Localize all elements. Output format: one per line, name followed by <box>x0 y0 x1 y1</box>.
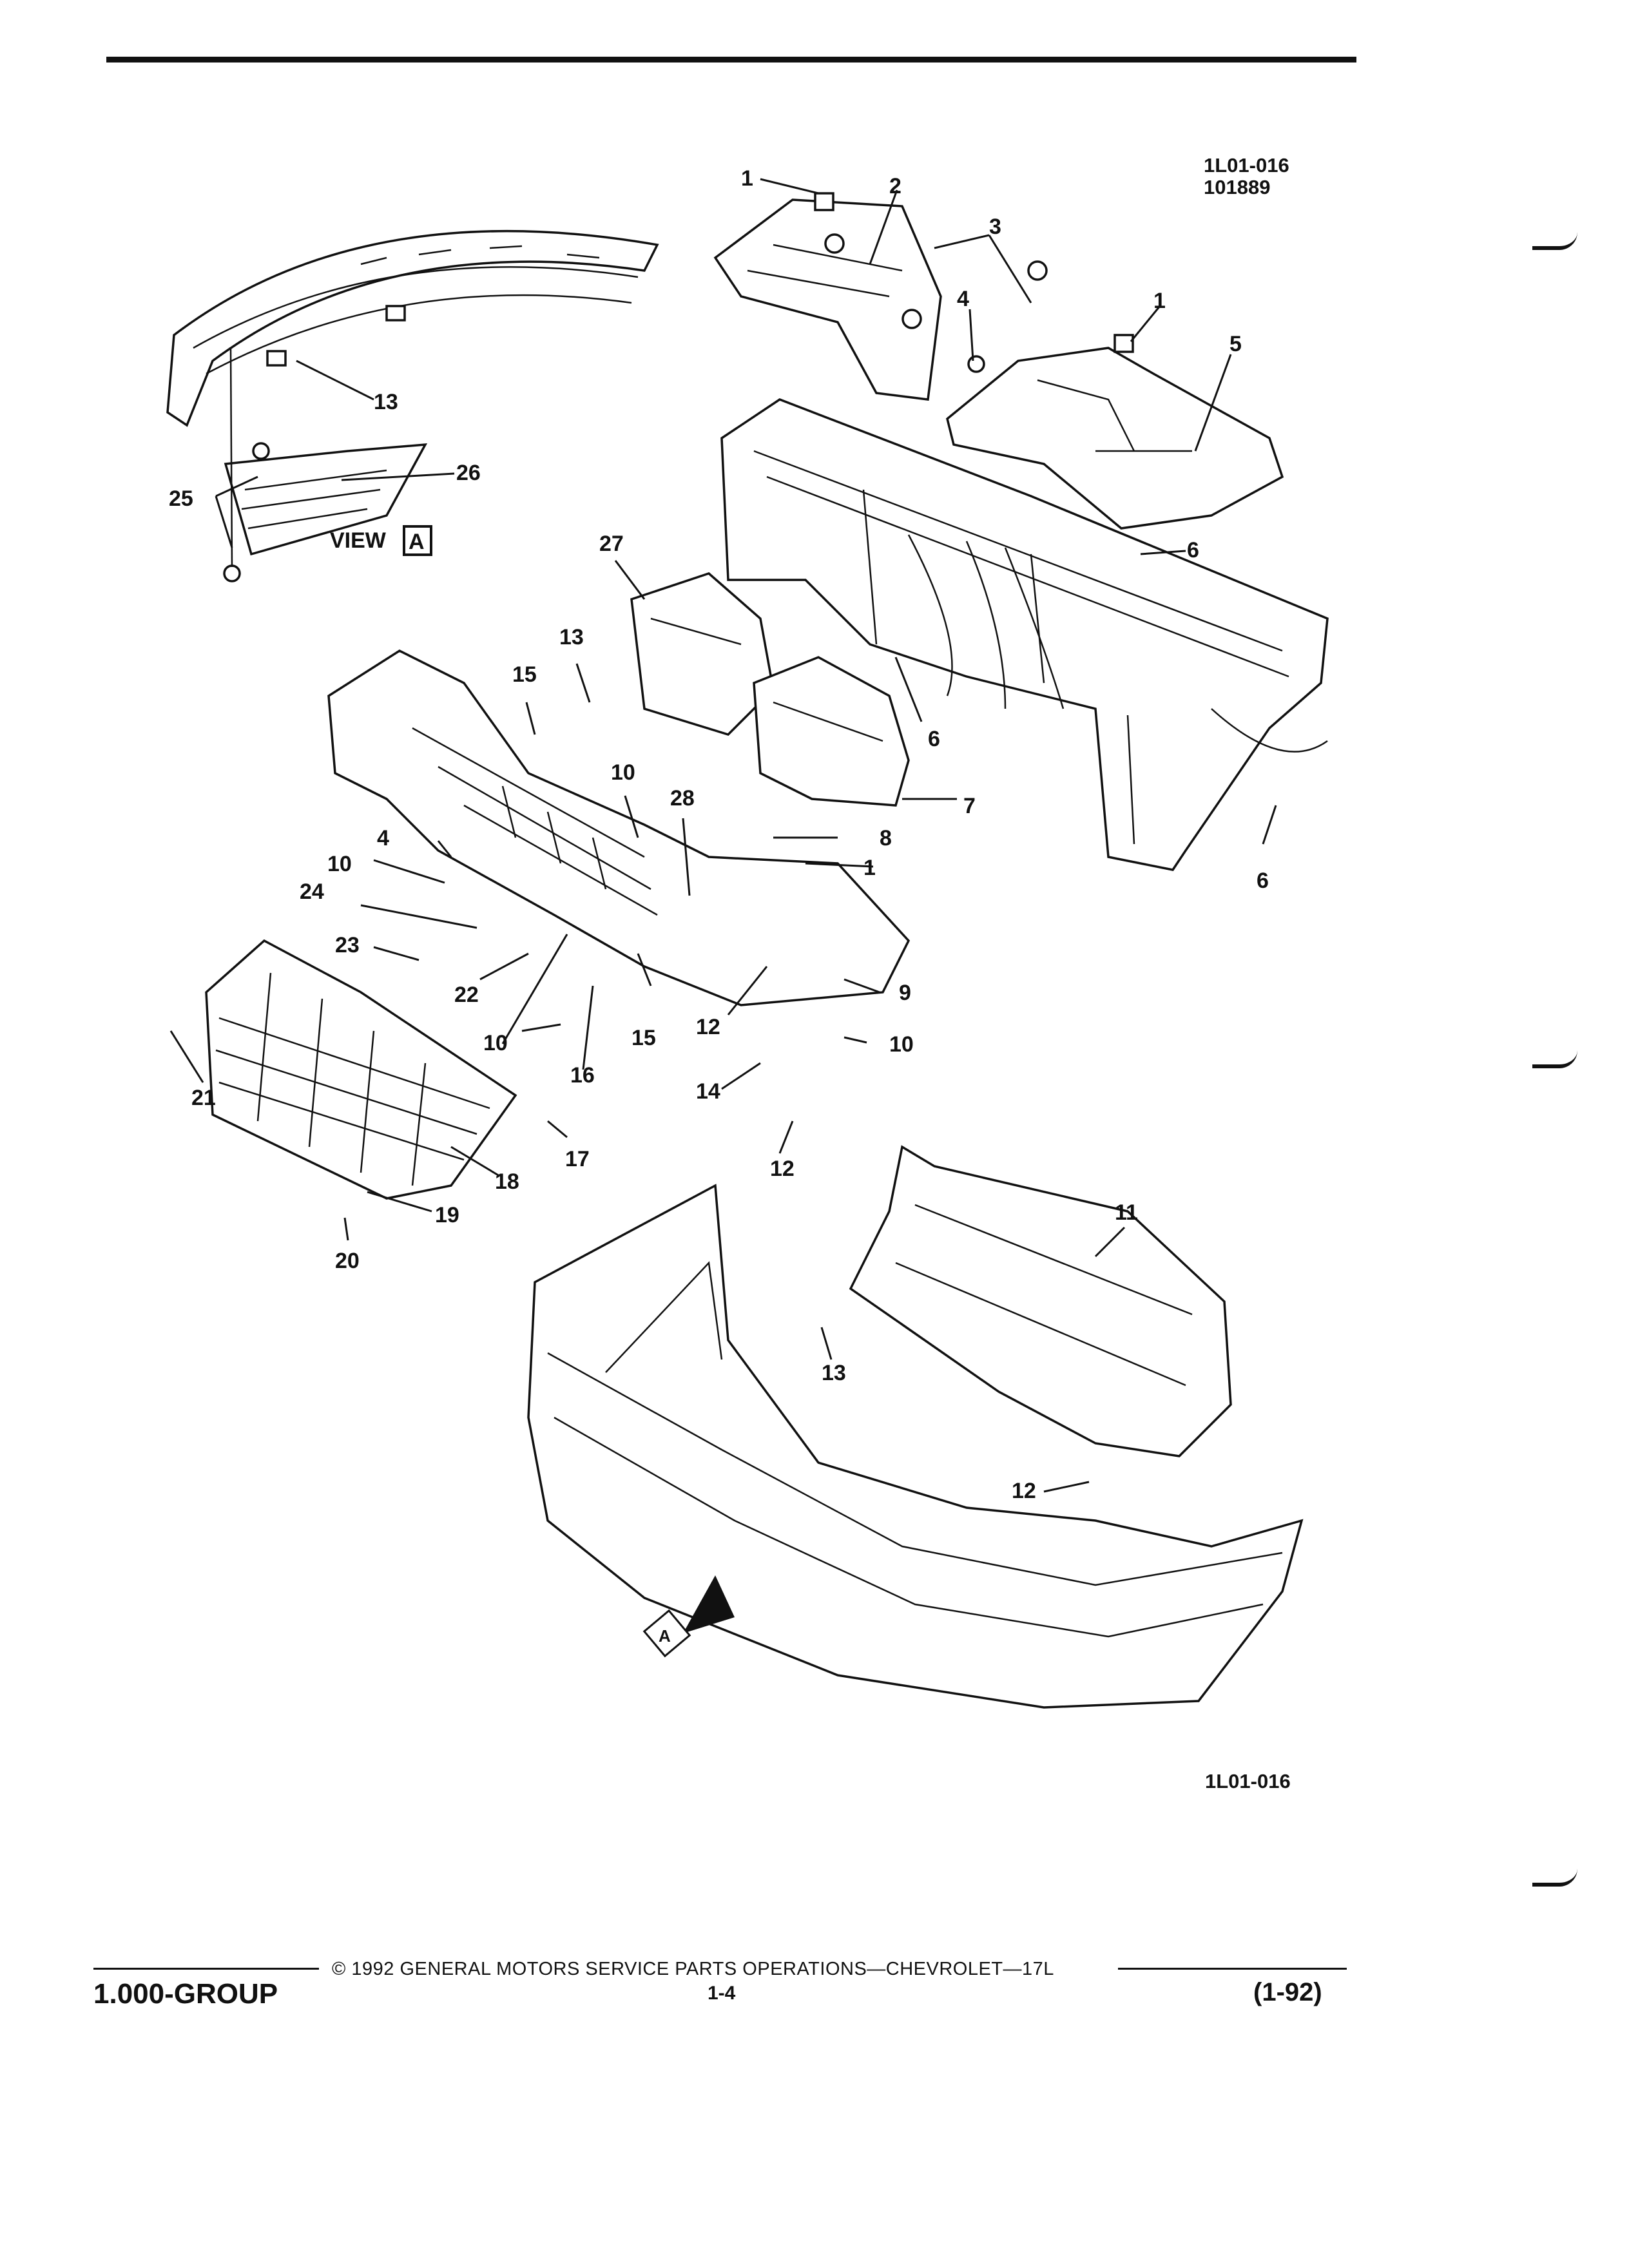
callout-10: 10 <box>483 1031 508 1055</box>
headlamp-mounting-panels <box>630 572 910 807</box>
callout-3: 3 <box>989 215 1001 239</box>
callout-28: 28 <box>670 786 695 811</box>
callout-15: 15 <box>631 1026 656 1050</box>
callout-leaders <box>169 178 1277 1493</box>
exploded-parts-diagram: 1 2 3 4 1 5 13 26 25 27 6 13 15 6 7 10 2… <box>166 166 1329 1709</box>
callout-17: 17 <box>565 1147 590 1171</box>
callout-21: 21 <box>191 1086 216 1110</box>
callout-7: 7 <box>963 794 976 818</box>
revision-date: (1-92) <box>1253 1978 1322 2006</box>
front-bumper-fascia <box>527 1184 1304 1709</box>
callout-6: 6 <box>1257 869 1269 893</box>
view-a-fascia-detail <box>166 229 659 582</box>
page-edge-mark <box>1532 1869 1577 1887</box>
callout-24: 24 <box>300 879 324 904</box>
callout-16: 16 <box>570 1063 595 1088</box>
callout-23: 23 <box>335 933 360 957</box>
page-edge-mark <box>1532 232 1577 250</box>
view-label: VIEW <box>330 528 387 553</box>
callout-25: 25 <box>169 486 193 511</box>
top-rule <box>106 57 1356 62</box>
illustration-date-code: 101889 <box>1204 176 1271 198</box>
illustration-code: 1L01-016 <box>1204 154 1289 177</box>
footer-rule-left <box>93 1968 319 1970</box>
callout-10: 10 <box>327 852 352 876</box>
callout-26: 26 <box>456 461 481 485</box>
view-a-box <box>403 525 432 556</box>
callout-11: 11 <box>1115 1200 1138 1225</box>
radiator-grille <box>205 939 517 1200</box>
callout-numbers: 1 2 3 4 1 5 13 26 25 27 6 13 15 6 7 10 2… <box>169 166 1269 1646</box>
upper-deflector-panels <box>713 192 1284 530</box>
footer-rule-right <box>1118 1968 1347 1970</box>
callout-10: 10 <box>889 1032 914 1057</box>
callout-12: 12 <box>1012 1479 1036 1503</box>
callout-13: 13 <box>559 625 584 649</box>
callout-18: 18 <box>495 1169 519 1194</box>
view-letter: A <box>409 530 425 554</box>
grille-mounting-panel <box>327 649 911 1006</box>
callout-6: 6 <box>928 727 940 751</box>
copyright-line: © 1992 GENERAL MOTORS SERVICE PARTS OPER… <box>332 1959 1054 1979</box>
callout-12: 12 <box>770 1157 795 1181</box>
callout-8: 8 <box>880 826 892 850</box>
callout-10: 10 <box>611 760 635 785</box>
callout-6: 6 <box>1187 538 1199 562</box>
callout-14: 14 <box>696 1079 720 1104</box>
callout-1: 1 <box>863 856 876 880</box>
callout-1: 1 <box>1153 289 1166 313</box>
callout-13: 13 <box>822 1361 846 1385</box>
callout-13: 13 <box>374 390 398 414</box>
air-deflector-11 <box>849 1145 1232 1457</box>
callout-5: 5 <box>1229 332 1242 356</box>
callout-9: 9 <box>899 981 911 1005</box>
illustration-code-bottom: 1L01-016 <box>1205 1770 1291 1792</box>
page-edge-mark <box>1532 1050 1577 1068</box>
page-number: 1-4 <box>708 1983 736 2004</box>
callout-27: 27 <box>599 532 624 556</box>
callout-15: 15 <box>512 662 537 687</box>
group-label: 1.000-GROUP <box>93 1978 278 2010</box>
callout-22: 22 <box>454 983 479 1007</box>
callout-1: 1 <box>741 166 753 191</box>
view-a-arrow <box>642 1575 735 1658</box>
callout-4: 4 <box>377 826 389 850</box>
callout-12: 12 <box>696 1015 720 1039</box>
callout-2: 2 <box>889 174 901 198</box>
callout-20: 20 <box>335 1249 360 1273</box>
callout-4: 4 <box>957 287 969 311</box>
radiator-support <box>720 398 1329 871</box>
callout-19: 19 <box>435 1203 459 1227</box>
arrow-letter: A <box>659 1626 671 1646</box>
